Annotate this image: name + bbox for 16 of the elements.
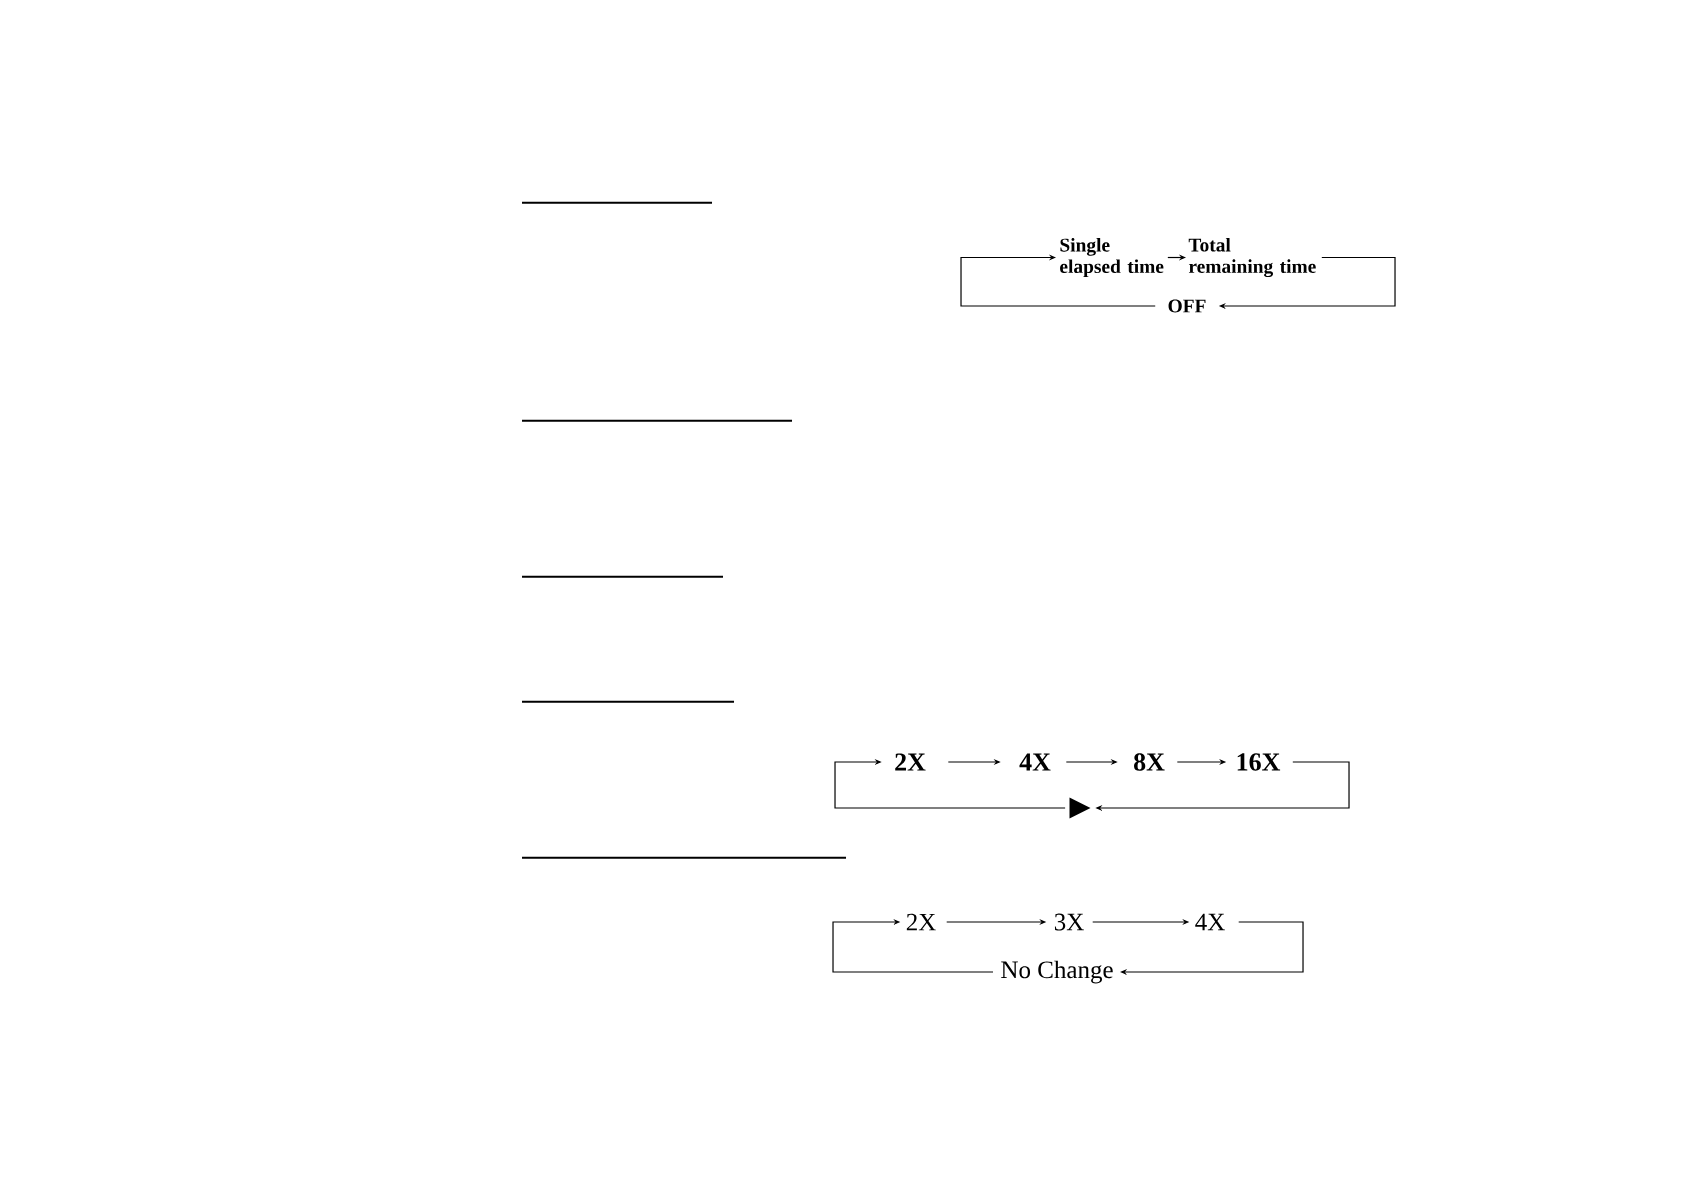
- state-label: 8X: [1134, 753, 1165, 771]
- state-label: 2X: [895, 753, 926, 771]
- state-label: 3X: [1054, 913, 1084, 931]
- arrow: [1120, 921, 1304, 976]
- state-label: 4X: [1195, 913, 1225, 931]
- state-label: 4X: [1019, 753, 1051, 771]
- state-label: 2X: [906, 913, 936, 931]
- arrow: [834, 758, 1066, 809]
- state-label: 16X: [1237, 753, 1281, 771]
- arrow: [832, 918, 994, 973]
- state-label: Total remaining time: [1188, 237, 1316, 278]
- play-icon: [1069, 797, 1091, 819]
- state-label: OFF: [1168, 299, 1206, 313]
- state-label: Single elapsed time: [1060, 238, 1164, 277]
- state-label: No Change: [1001, 960, 1113, 984]
- arrow: [960, 254, 1156, 307]
